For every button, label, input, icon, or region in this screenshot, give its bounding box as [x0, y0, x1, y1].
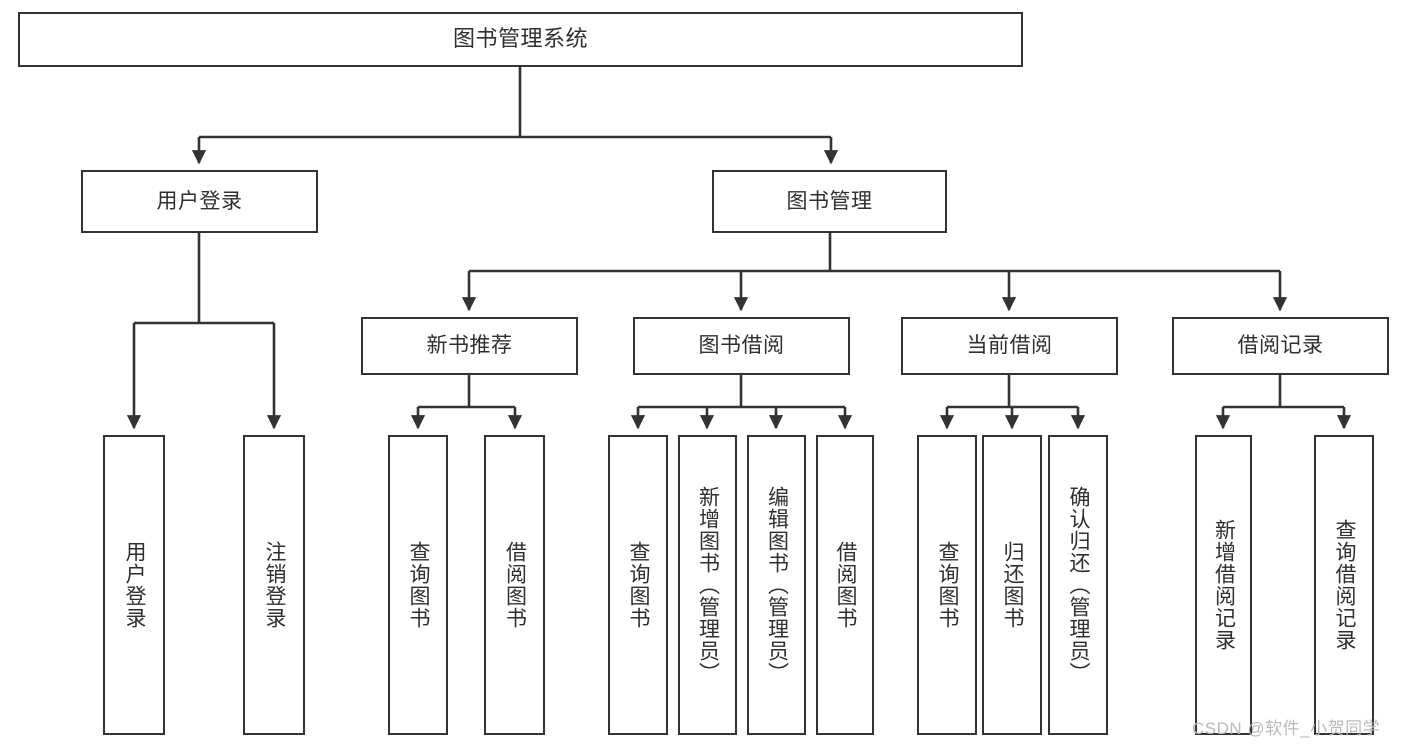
node-book-borrow[interactable]: 图书借阅 — [633, 317, 850, 375]
node-leaf-logout[interactable]: 注销登录 — [243, 435, 305, 735]
node-borrow-record[interactable]: 借阅记录 — [1172, 317, 1389, 375]
node-user-login[interactable]: 用户登录 — [81, 170, 318, 233]
node-leaf-query-book-3[interactable]: 查询图书 — [917, 435, 977, 735]
node-root[interactable]: 图书管理系统 — [18, 12, 1023, 67]
node-leaf-query-book-2[interactable]: 查询图书 — [608, 435, 668, 735]
node-leaf-add-record[interactable]: 新增借阅记录 — [1195, 435, 1252, 735]
node-leaf-query-record[interactable]: 查询借阅记录 — [1314, 435, 1374, 735]
node-current-borrow[interactable]: 当前借阅 — [901, 317, 1118, 375]
node-book-manage[interactable]: 图书管理 — [712, 170, 947, 233]
node-new-book-recommend[interactable]: 新书推荐 — [361, 317, 578, 375]
csdn-watermark: CSDN @软件_小贺同学 — [1192, 719, 1381, 738]
node-leaf-add-book[interactable]: 新增图书（管理员） — [678, 435, 737, 735]
node-leaf-query-book-1[interactable]: 查询图书 — [388, 435, 448, 735]
node-leaf-edit-book[interactable]: 编辑图书（管理员） — [747, 435, 806, 735]
node-leaf-confirm-return[interactable]: 确认归还（管理员） — [1048, 435, 1108, 735]
node-leaf-return-book[interactable]: 归还图书 — [982, 435, 1042, 735]
node-leaf-borrow-book-2[interactable]: 借阅图书 — [816, 435, 874, 735]
node-leaf-user-login[interactable]: 用户登录 — [103, 435, 165, 735]
node-leaf-borrow-book-1[interactable]: 借阅图书 — [484, 435, 545, 735]
